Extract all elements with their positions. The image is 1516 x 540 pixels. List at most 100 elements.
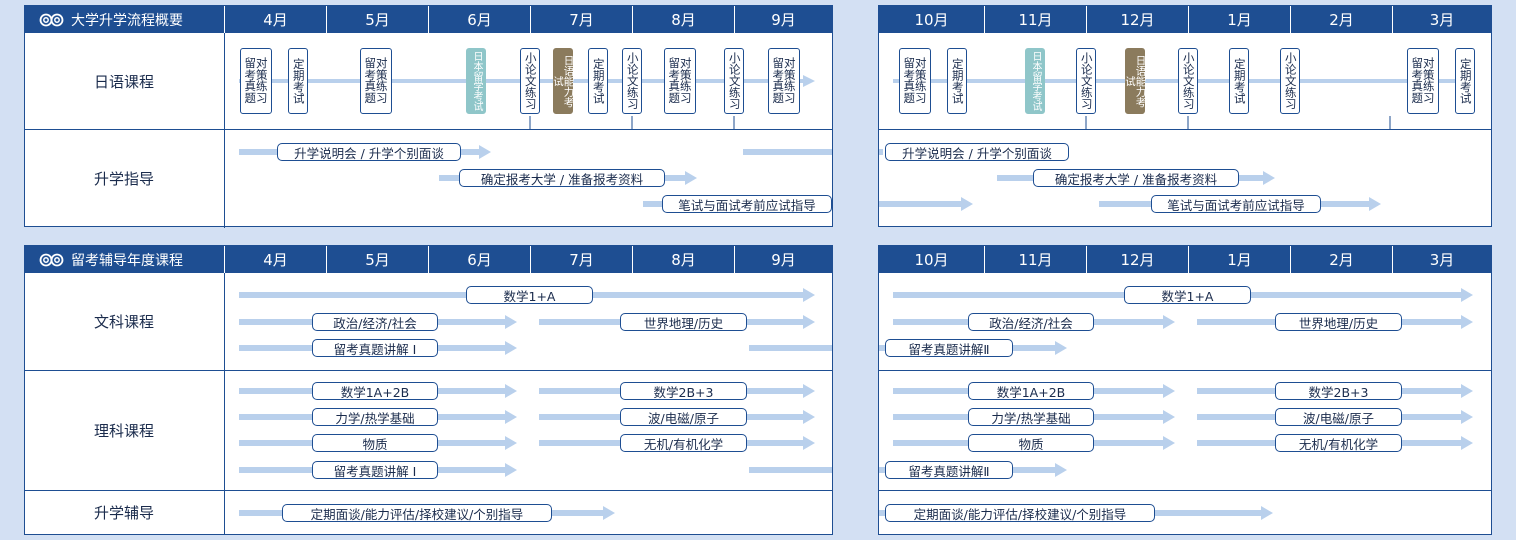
double-circle-logo-icon (39, 13, 64, 26)
pill-organic-chemistry: 无机/有机化学 (620, 434, 747, 452)
pill-organic-chemistry: 无机/有机化学 (1275, 434, 1402, 452)
schedule-box-regular-exam: 定期考试 (1455, 48, 1475, 114)
schedule-box-mock-exam: 留对考策真练题习 (360, 48, 392, 114)
pill-math-1a-2b: 数学1A+2B (968, 382, 1094, 400)
pill-regular-counseling: 定期面谈/能力评估/择校建议/个别指导 (885, 504, 1155, 522)
pill-math-1a: 数学1+A (1124, 286, 1251, 304)
pill-eju-review-1: 留考真题讲解 I (312, 461, 438, 479)
panel-eju-courses-oct-mar: 10月 11月 12月 1月 2月 3月 数学1+A 政治/经济/社会 世界地理… (878, 245, 1492, 535)
pill-math-2b-3: 数学2B+3 (1275, 382, 1402, 400)
row-divider (879, 370, 1491, 371)
row-divider (879, 490, 1491, 491)
pill-mechanics-thermo: 力学/热学基础 (312, 408, 438, 426)
panel-flow-overview-apr-sep: 大学升学流程概要 4月 5月 6月 7月 8月 9月 日语课程 升学指导 留对考… (24, 5, 833, 228)
label-divider (224, 33, 225, 228)
month-header: 1月 (1188, 246, 1290, 273)
month-header: 7月 (530, 6, 632, 33)
pill-matter: 物质 (312, 434, 438, 452)
schedule-box-mock-exam: 留对考策真练题习 (768, 48, 800, 114)
pill-choose-university: 确定报考大学 / 准备报考资料 (459, 169, 665, 187)
row-divider (25, 490, 832, 491)
schedule-box-essay-practice: 小论文练习 (1178, 48, 1198, 114)
schedule-box-essay-practice: 小论文练习 (1280, 48, 1300, 114)
pill-briefing-interview: 升学说明会 / 升学个别面谈 (277, 143, 461, 161)
row-label-liberal-arts: 文科课程 (93, 313, 154, 331)
schedule-box-eju-exam: 日本留学考试 (466, 48, 486, 114)
panel-title-text: 大学升学流程概要 (71, 12, 183, 29)
schedule-box-jlpt-exam: 日语能力考试 (552, 48, 575, 114)
row-label-japanese-course: 日语课程 (93, 72, 154, 91)
timeline-arrows (879, 75, 1473, 211)
schedule-box-mock-exam: 留对考策真练题习 (664, 48, 696, 114)
month-header: 10月 (879, 6, 984, 33)
row-divider (879, 129, 1491, 130)
pill-politics-economy-society: 政治/经济/社会 (968, 313, 1094, 331)
month-header: 6月 (428, 6, 530, 33)
schedule-box-essay-practice: 小论文练习 (1076, 48, 1096, 114)
month-header: 4月 (224, 6, 326, 33)
month-header: 1月 (1188, 6, 1290, 33)
month-header: 12月 (1086, 6, 1188, 33)
row-label-admission-support: 升学辅导 (93, 504, 154, 522)
month-header: 2月 (1290, 246, 1392, 273)
label-divider (224, 273, 225, 534)
pill-choose-university: 确定报考大学 / 准备报考资料 (1033, 169, 1239, 187)
month-header: 5月 (326, 6, 428, 33)
pill-eju-review-1: 留考真题讲解 I (312, 339, 438, 357)
pill-briefing-interview: 升学说明会 / 升学个别面谈 (885, 143, 1069, 161)
schedule-box-mock-exam: 留对考策真练题习 (240, 48, 272, 114)
month-header: 8月 (632, 246, 734, 273)
pill-eju-review-2: 留考真题讲解Ⅱ (885, 339, 1013, 357)
row-divider (25, 129, 832, 130)
pill-math-1a: 数学1+A (466, 286, 593, 304)
pill-geography-history: 世界地理/历史 (620, 313, 747, 331)
schedule-box-jlpt-exam: 日语能力考试 (1124, 48, 1147, 114)
month-header: 8月 (632, 6, 734, 33)
pill-matter: 物质 (968, 434, 1094, 452)
schedule-box-regular-exam: 定期考试 (1229, 48, 1249, 114)
schedule-box-essay-practice: 小论文练习 (724, 48, 744, 114)
pill-waves-em-atom: 波/电磁/原子 (1275, 408, 1402, 426)
month-header: 7月 (530, 246, 632, 273)
schedule-box-regular-exam: 定期考试 (288, 48, 308, 114)
month-header: 11月 (984, 246, 1086, 273)
month-header: 5月 (326, 246, 428, 273)
schedule-box-regular-exam: 定期考试 (588, 48, 608, 114)
month-header: 10月 (879, 246, 984, 273)
schedule-box-eju-exam: 日本留学考试 (1025, 48, 1045, 114)
month-header: 2月 (1290, 6, 1392, 33)
pill-mechanics-thermo: 力学/热学基础 (968, 408, 1094, 426)
double-circle-logo-icon (39, 253, 64, 266)
schedule-box-mock-exam: 留对考策真练题习 (899, 48, 931, 114)
month-header: 6月 (428, 246, 530, 273)
month-header: 4月 (224, 246, 326, 273)
pill-politics-economy-society: 政治/经济/社会 (312, 313, 438, 331)
month-header: 9月 (734, 246, 832, 273)
panel-eju-courses-apr-sep: 留考辅导年度课程 4月 5月 6月 7月 8月 9月 文科课程 理科课程 升学辅… (24, 245, 833, 535)
timeline-arrows (239, 75, 832, 207)
schedule-box-mock-exam: 留对考策真练题习 (1407, 48, 1439, 114)
panel-title-text: 留考辅导年度课程 (71, 252, 183, 269)
row-label-science: 理科课程 (93, 422, 154, 440)
row-label-admission-guidance: 升学指导 (93, 169, 154, 188)
pill-regular-counseling: 定期面谈/能力评估/择校建议/个别指导 (282, 504, 552, 522)
pill-math-2b-3: 数学2B+3 (620, 382, 747, 400)
row-divider (25, 370, 832, 371)
month-header: 3月 (1392, 6, 1491, 33)
panel-title: 大学升学流程概要 (25, 6, 224, 33)
pill-exam-interview-coaching: 笔试与面试考前应试指导 (1151, 195, 1321, 213)
month-header: 3月 (1392, 246, 1491, 273)
pill-math-1a-2b: 数学1A+2B (312, 382, 438, 400)
schedule-box-essay-practice: 小论文练习 (622, 48, 642, 114)
panel-flow-overview-oct-mar: 10月 11月 12月 1月 2月 3月 留对考策真练题习 定期考试 日本留学考… (878, 5, 1492, 227)
pill-eju-review-2: 留考真题讲解Ⅱ (885, 461, 1013, 479)
month-header: 11月 (984, 6, 1086, 33)
schedule-box-regular-exam: 定期考试 (947, 48, 967, 114)
schedule-box-essay-practice: 小论文练习 (520, 48, 540, 114)
pill-exam-interview-coaching: 笔试与面试考前应试指导 (662, 195, 832, 213)
month-header: 12月 (1086, 246, 1188, 273)
panel-title: 留考辅导年度课程 (25, 246, 224, 273)
month-header: 9月 (734, 6, 832, 33)
pill-geography-history: 世界地理/历史 (1275, 313, 1402, 331)
pill-waves-em-atom: 波/电磁/原子 (620, 408, 747, 426)
